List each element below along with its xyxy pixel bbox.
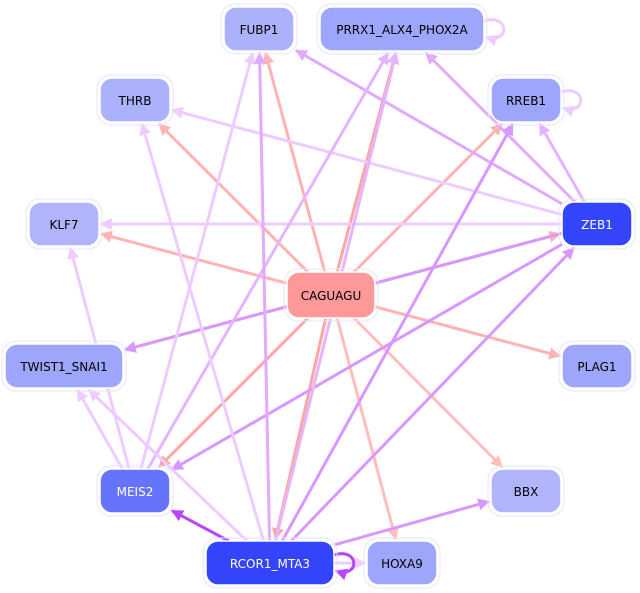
edge-meis2-to-fubp1	[139, 51, 256, 470]
node-label: BBX	[514, 485, 539, 499]
node-box[interactable]	[490, 77, 562, 123]
node-box[interactable]	[561, 201, 633, 247]
edge-meis2-to-twist1_snai1	[76, 388, 124, 470]
node-caguagu[interactable]: CAGUAGU	[283, 268, 379, 322]
node-hoxa9[interactable]: HOXA9	[363, 537, 441, 589]
node-label: FUBP1	[240, 23, 279, 37]
node-outline	[25, 198, 103, 250]
node-fubp1[interactable]: FUBP1	[220, 3, 298, 55]
node-outline	[283, 268, 379, 322]
node-outline	[363, 537, 441, 589]
edge-caguagu-to-meis2	[157, 316, 310, 469]
node-outline	[487, 465, 565, 517]
edge-rcor1_mta3-to-twist1_snai1	[88, 388, 249, 543]
edge-caguagu-to-klf7	[99, 230, 288, 285]
node-label: ZEB1	[581, 218, 613, 232]
edge-caguagu-to-plag1	[374, 305, 562, 360]
edge-rcor1_mta3-to-rreb1	[280, 122, 515, 542]
edge-zeb1-to-thrb	[170, 106, 563, 217]
edge-rcor1_mta3-to-rcor1_mta3	[333, 552, 356, 581]
node-outline	[487, 74, 565, 126]
node-box[interactable]	[223, 6, 295, 52]
node-label: KLF7	[49, 218, 78, 232]
node-box[interactable]	[28, 201, 100, 247]
node-label: PRRX1_ALX4_PHOX2A	[336, 23, 468, 37]
node-label: RCOR1_MTA3	[230, 557, 310, 571]
node-label: RREB1	[506, 94, 546, 108]
node-box[interactable]	[366, 540, 438, 586]
node-box[interactable]	[286, 271, 376, 319]
node-outline	[220, 3, 298, 55]
node-box[interactable]	[490, 468, 562, 514]
node-label: PLAG1	[577, 360, 616, 374]
node-thrb[interactable]: THRB	[96, 74, 174, 126]
edge-rcor1_mta3-to-fubp1	[253, 51, 272, 542]
edge-rreb1-to-rreb1	[560, 89, 583, 118]
node-outline	[202, 537, 338, 589]
edge-rcor1_mta3-to-zeb1	[290, 246, 575, 543]
edge-caguagu-to-thrb	[158, 122, 309, 274]
node-label: MEIS2	[117, 485, 154, 499]
node-outline	[96, 465, 174, 517]
edge-zeb1-to-fubp1	[294, 49, 563, 206]
edge-zeb1-to-rreb1	[538, 122, 586, 203]
edge-meis2-to-prrx1_alx4_phox2a	[146, 51, 390, 470]
edge-caguagu-to-fubp1	[262, 51, 327, 273]
node-outline	[96, 74, 174, 126]
node-box[interactable]	[319, 6, 485, 52]
node-twist1-snai1[interactable]: TWIST1_SNAI1	[1, 340, 127, 392]
edge-rcor1_mta3-to-thrb	[139, 122, 266, 542]
node-box[interactable]	[99, 468, 171, 514]
node-label: HOXA9	[381, 557, 423, 571]
node-bbx[interactable]: BBX	[487, 465, 565, 517]
node-outline	[316, 3, 488, 55]
node-label: TWIST1_SNAI1	[19, 360, 107, 374]
node-prrx1-alx4-phox2a[interactable]: PRRX1_ALX4_PHOX2A	[316, 3, 488, 55]
edge-zeb1-to-meis2	[170, 242, 563, 471]
node-box[interactable]	[561, 343, 633, 389]
edge-rcor1_mta3-to-meis2	[170, 509, 230, 543]
node-outline	[558, 340, 636, 392]
node-rcor1-mta3[interactable]: RCOR1_MTA3	[202, 537, 338, 589]
node-box[interactable]	[205, 540, 335, 586]
node-plag1[interactable]: PLAG1	[558, 340, 636, 392]
edge-caguagu-to-bbx	[352, 316, 504, 469]
node-klf7[interactable]: KLF7	[25, 198, 103, 250]
node-box[interactable]	[4, 343, 124, 389]
edge-caguagu-to-hoxa9	[335, 317, 399, 541]
edge-rcor1_mta3-to-bbx	[333, 498, 491, 547]
node-zeb1[interactable]: ZEB1	[558, 198, 636, 250]
node-label: THRB	[118, 94, 152, 108]
edge-prrx1_alx4_phox2a-to-prrx1_alx4_phox2a	[483, 18, 506, 47]
node-outline	[1, 340, 127, 392]
node-label: CAGUAGU	[301, 289, 362, 303]
edge-zeb1-to-prrx1_alx4_phox2a	[424, 51, 577, 204]
node-outline	[558, 198, 636, 250]
node-box[interactable]	[99, 77, 171, 123]
edge-caguagu-to-rreb1	[352, 122, 504, 274]
node-rreb1[interactable]: RREB1	[487, 74, 565, 126]
node-meis2[interactable]: MEIS2	[96, 465, 174, 517]
